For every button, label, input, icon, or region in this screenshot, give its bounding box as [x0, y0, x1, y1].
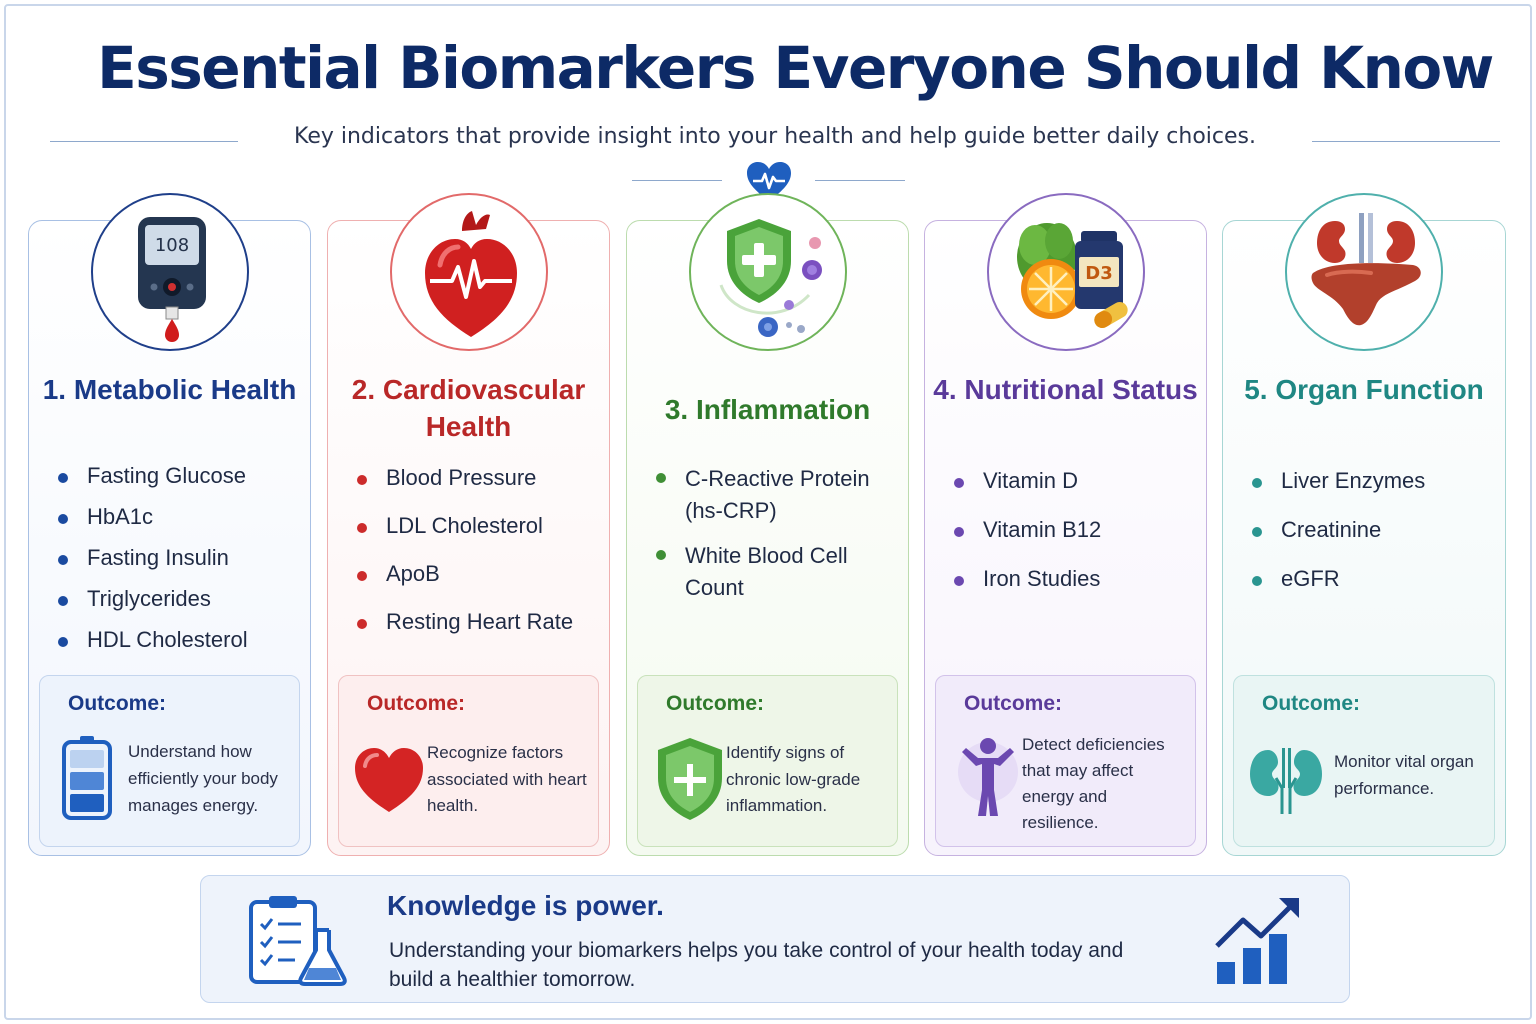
card-inflammation: 3. Inflammation C-Reactive Protein (hs-C… — [626, 193, 909, 856]
bullet-icon — [58, 473, 68, 483]
card-title: 4. Nutritional Status — [933, 374, 1198, 405]
heart-icon — [355, 748, 423, 812]
card-title: 1. Metabolic Health — [42, 374, 297, 405]
outcome-box: Outcome: Detect deficiencies that may af… — [935, 675, 1196, 847]
bullet-icon — [1252, 527, 1262, 537]
divider-left — [632, 180, 722, 181]
emblem-organ — [1285, 193, 1443, 351]
list-item: Vitamin B12 — [951, 517, 1198, 566]
bullet-icon — [954, 576, 964, 586]
list-item: Iron Studies — [951, 566, 1198, 615]
shield-plus-icon — [658, 738, 722, 820]
list-item: HbA1c — [55, 504, 302, 545]
svg-text:108: 108 — [154, 235, 188, 256]
bullet-icon — [357, 475, 367, 485]
bullet-icon — [58, 555, 68, 565]
card-title: 5. Organ Function — [1244, 374, 1484, 405]
subtitle-rule-left — [50, 141, 238, 142]
card-title: 3. Inflammation — [664, 394, 871, 425]
bullet-icon — [656, 550, 666, 560]
bullet-icon — [954, 527, 964, 537]
list-item: Fasting Insulin — [55, 545, 302, 586]
outcome-text: Understand how efficiently your body man… — [128, 742, 278, 815]
outcome-text: Detect deficiencies that may affect ener… — [1022, 735, 1165, 832]
biomarker-list: Liver Enzymes Creatinine eGFR — [1249, 468, 1497, 615]
bullet-icon — [954, 478, 964, 488]
vitamins-icon: D3 — [1016, 223, 1128, 328]
glucose-meter-icon: 108 — [137, 217, 206, 342]
page-frame — [4, 4, 1532, 1020]
list-item: HDL Cholesterol — [55, 627, 302, 668]
list-item: Triglycerides — [55, 586, 302, 627]
svg-text:D3: D3 — [1085, 263, 1112, 284]
heart-pulse-icon — [424, 211, 517, 337]
outcome-text: Monitor vital organ performance. — [1334, 752, 1474, 798]
card-organ-function: 5. Organ Function Liver Enzymes Creatini… — [1222, 193, 1506, 856]
outcome-text: Recognize factors associated with heart … — [427, 743, 587, 815]
list-item: Fasting Glucose — [55, 463, 302, 504]
list-item: ApoB — [354, 561, 601, 609]
biomarker-list: C-Reactive Protein (hs-CRP) White Blood … — [653, 463, 888, 617]
footer-banner: Knowledge is power. Understanding your b… — [200, 875, 1350, 1003]
outcome-label: Outcome: — [964, 692, 1063, 715]
kidneys-liver-icon — [1311, 213, 1421, 326]
card-cardiovascular-health: 2. Cardiovascular Health Blood Pressure … — [327, 193, 610, 856]
bullet-icon — [357, 619, 367, 629]
subtitle-row: Key indicators that provide insight into… — [50, 122, 1500, 156]
bullet-icon — [357, 571, 367, 581]
outcome-text: Identify signs of chronic low-grade infl… — [726, 743, 861, 815]
biomarker-list: Fasting Glucose HbA1c Fasting Insulin Tr… — [55, 463, 302, 668]
emblem-inflammation — [688, 193, 847, 351]
kidneys-icon — [1250, 748, 1322, 814]
list-item: Creatinine — [1249, 517, 1497, 566]
bullet-icon — [58, 637, 68, 647]
bullet-icon — [656, 473, 666, 483]
emblem-nutritional: D3 — [986, 193, 1145, 351]
outcome-label: Outcome: — [1262, 692, 1361, 715]
growth-chart-icon — [1215, 898, 1299, 984]
card-metabolic-health: 108 1. Metabolic Health Fasting Glucose … — [28, 193, 311, 856]
outcome-box: Outcome: Monitor vital organ performance… — [1233, 675, 1495, 847]
shield-cross-icon — [719, 219, 822, 337]
page-title: Essential Biomarkers Everyone Should Kno… — [97, 34, 1494, 102]
outcome-label: Outcome: — [367, 692, 466, 715]
bullet-icon — [1252, 576, 1262, 586]
card-nutritional-status: D3 4. Nutritional Status Vitamin D Vitam… — [924, 193, 1207, 856]
outcome-label: Outcome: — [68, 692, 167, 715]
outcome-label: Outcome: — [666, 692, 765, 715]
list-item: C-Reactive Protein (hs-CRP) — [653, 463, 888, 527]
list-item: Resting Heart Rate — [354, 609, 601, 657]
list-item: Blood Pressure — [354, 465, 601, 513]
subtitle-rule-right — [1312, 141, 1500, 142]
bullet-icon — [357, 523, 367, 533]
clipboard-flask-icon — [249, 896, 347, 986]
outcome-box: Outcome: Identify signs of chronic low-g… — [637, 675, 898, 847]
bullet-icon — [1252, 478, 1262, 488]
divider-right — [815, 180, 905, 181]
card-title: 2. Cardiovascular Health — [351, 374, 586, 442]
person-energy-icon — [958, 738, 1018, 816]
heartbeat-icon — [747, 162, 791, 201]
list-item: Liver Enzymes — [1249, 468, 1497, 517]
page-subtitle: Key indicators that provide insight into… — [294, 124, 1256, 149]
bullet-icon — [58, 596, 68, 606]
battery-icon — [62, 736, 112, 820]
list-item: White Blood Cell Count — [653, 540, 888, 604]
biomarker-list: Vitamin D Vitamin B12 Iron Studies — [951, 468, 1198, 615]
list-item: eGFR — [1249, 566, 1497, 615]
outcome-box: Outcome: Recognize factors associated wi… — [338, 675, 599, 847]
list-item: Vitamin D — [951, 468, 1198, 517]
biomarker-list: Blood Pressure LDL Cholesterol ApoB Rest… — [354, 465, 601, 657]
bullet-icon — [58, 514, 68, 524]
list-item: LDL Cholesterol — [354, 513, 601, 561]
footer-text: Understanding your biomarkers helps you … — [389, 939, 1124, 991]
footer-title: Knowledge is power. — [387, 890, 664, 921]
outcome-box: Outcome: Understand how efficiently your… — [39, 675, 300, 847]
emblem-metabolic: 108 — [90, 193, 249, 351]
emblem-cardiovascular — [389, 193, 548, 351]
